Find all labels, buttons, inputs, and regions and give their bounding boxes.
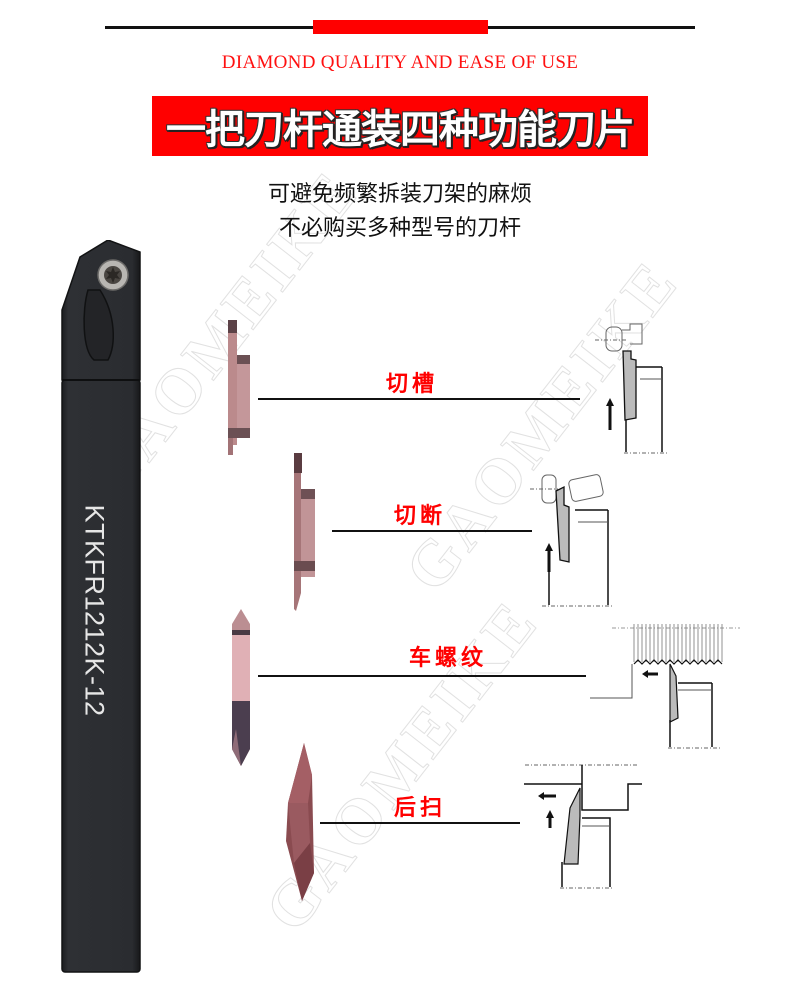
operation-label-parting-off: 切断 <box>394 503 447 529</box>
page-title: 一把刀杆通装四种功能刀片 <box>166 107 635 153</box>
description-line-2: 不必购买多种型号的刀杆 <box>278 216 521 241</box>
grooving-insert-image <box>228 320 260 455</box>
operation-connector-line <box>332 530 532 532</box>
header-divider-right <box>486 26 695 29</box>
header-divider-left <box>105 26 315 29</box>
parting-off-insert-image <box>292 453 322 613</box>
operation-connector-line <box>320 822 520 824</box>
operation-connector-line <box>258 398 580 400</box>
back-turning-insert-image <box>284 743 324 903</box>
header-accent-bar <box>313 20 488 34</box>
description-line-1: 可避免频繁拆装刀架的麻烦 <box>267 182 532 207</box>
tool-shank-image <box>60 240 160 975</box>
operation-label-grooving: 切槽 <box>386 371 439 397</box>
threading-insert-image <box>230 609 252 769</box>
shank-model-label: KTKFR1212K-12 <box>79 503 110 717</box>
operation-label-threading: 车螺纹 <box>409 645 488 671</box>
back-turning-diagram-icon <box>522 762 642 892</box>
parting-off-diagram-icon <box>528 465 618 610</box>
tagline: DIAMOND QUALITY AND EASE OF USE <box>221 52 579 73</box>
title-banner: 一把刀杆通装四种功能刀片 <box>152 96 648 156</box>
grooving-diagram-icon <box>590 322 680 462</box>
operation-connector-line <box>258 675 586 677</box>
threading-diagram-icon <box>590 620 745 750</box>
operation-label-back-turning: 后扫 <box>394 795 447 821</box>
